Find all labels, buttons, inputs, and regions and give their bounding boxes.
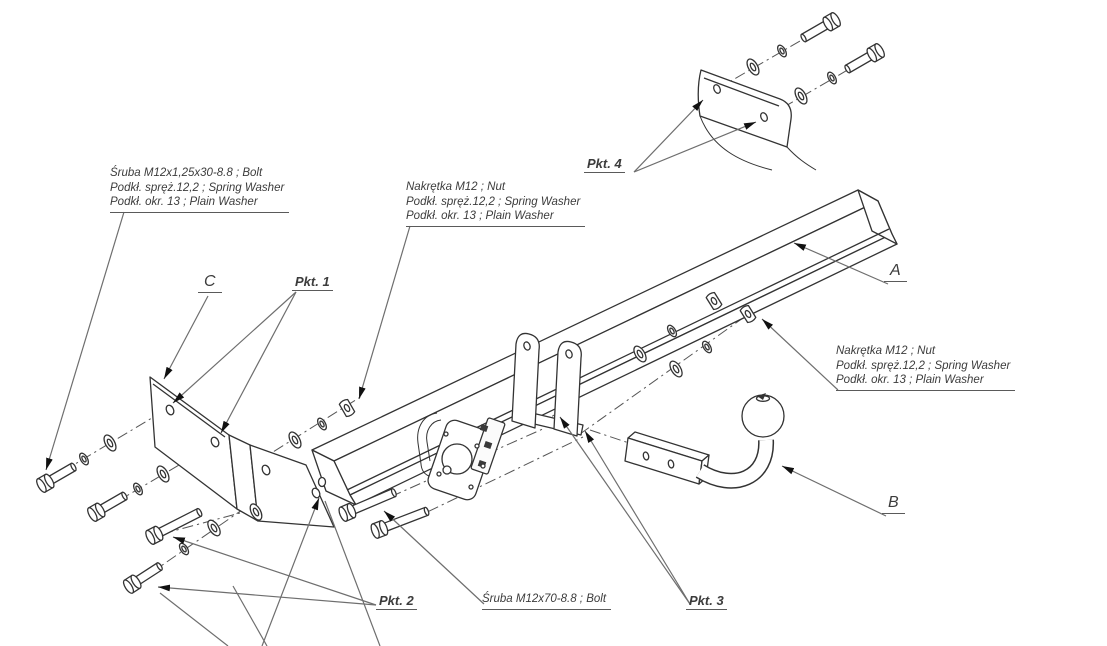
label-part-b: B <box>882 494 905 514</box>
callout-line: Nakrętka M12 ; Nut <box>406 181 506 193</box>
leader-lines <box>45 99 889 646</box>
label-pkt4: Pkt. 4 <box>584 156 625 173</box>
callout-line: Podkł. spręż.12,2 ; Spring Washer <box>406 195 581 208</box>
bracket-top-right <box>697 69 817 171</box>
bracket-c <box>149 376 335 528</box>
callout-line: Podkł. spręż.12,2 ; Spring Washer <box>836 359 1011 372</box>
tow-ball <box>624 393 785 489</box>
callout-line: Podkł. okr. 13 ; Plain Washer <box>836 374 984 387</box>
callout-line: Podkł. okr. 13 ; Plain Washer <box>110 196 258 209</box>
cross-beam <box>311 189 898 506</box>
label-pkt2: Pkt. 2 <box>376 593 417 610</box>
socket-plate <box>417 412 506 501</box>
callout-line: Podkł. okr. 13 ; Plain Washer <box>406 210 554 223</box>
label-part-a: A <box>884 262 907 282</box>
callout-nut-m12-right: Nakrętka M12 ; Nut Podkł. spręż.12,2 ; S… <box>836 344 1016 391</box>
callout-line: Śruba M12x1,25x30-8.8 ; Bolt <box>110 167 263 179</box>
callout-bolt-m12x70: Śruba M12x70-8.8 ; Bolt <box>482 592 612 610</box>
callout-bolt-m12x30: Śruba M12x1,25x30-8.8 ; Bolt Podkł. sprę… <box>110 166 290 213</box>
callout-line: Nakrętka M12 ; Nut <box>836 345 936 357</box>
label-pkt1: Pkt. 1 <box>292 274 333 291</box>
label-pkt3: Pkt. 3 <box>686 593 727 610</box>
callout-nut-m12-center: Nakrętka M12 ; Nut Podkł. spręż.12,2 ; S… <box>406 180 586 227</box>
label-part-c: C <box>198 273 222 293</box>
callout-line: Podkł. spręż.12,2 ; Spring Washer <box>110 181 285 194</box>
